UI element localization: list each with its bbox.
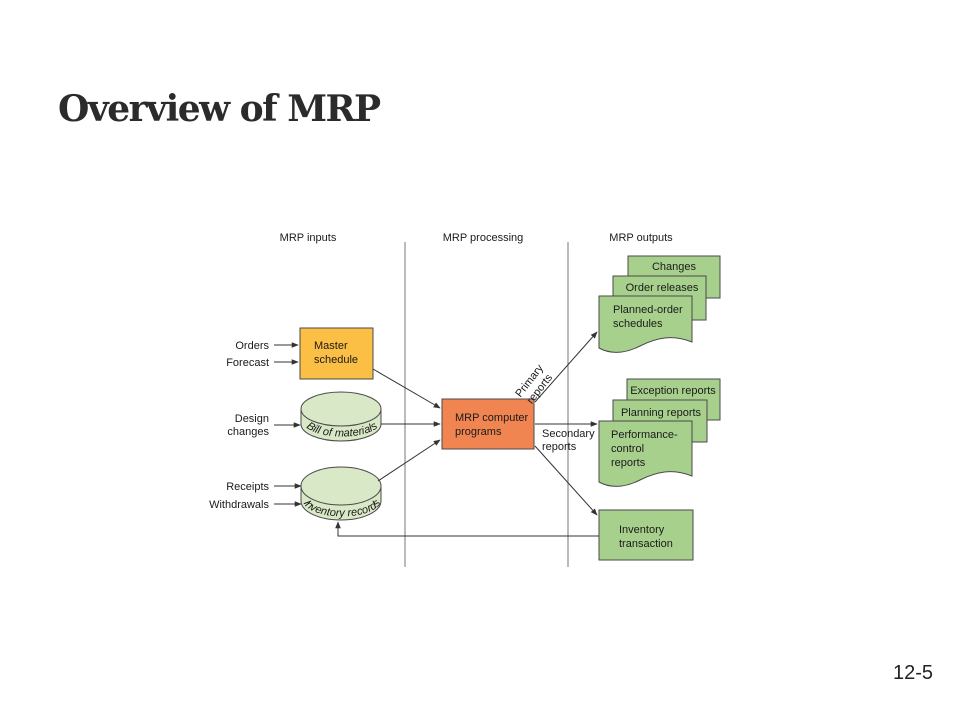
- performance-label-line2: control: [611, 443, 644, 455]
- arrow-to-inventory-transaction: [534, 445, 598, 516]
- input-design-line2: changes: [227, 426, 269, 438]
- input-forecast: Forecast: [226, 357, 269, 369]
- slide-title: Overview of MRP: [58, 88, 381, 130]
- planning-reports-label: Planning reports: [621, 407, 702, 419]
- arrow-primary-reports: [534, 331, 598, 403]
- performance-label-line3: reports: [611, 457, 646, 469]
- changes-label: Changes: [652, 261, 697, 273]
- exception-reports-label: Exception reports: [630, 385, 716, 397]
- master-schedule-label-line2: schedule: [314, 354, 358, 366]
- primary-output-planned-order-schedules: Planned-order schedules: [598, 295, 693, 353]
- arrow-feedback-to-inventory-records: [335, 521, 599, 537]
- column-header-outputs: MRP outputs: [609, 232, 673, 244]
- page-number: 12-5: [893, 662, 934, 684]
- bill-of-materials-cylinder: Bill of materials: [300, 391, 382, 442]
- mrp-programs-box: [441, 398, 535, 450]
- inventory-transaction-box: [598, 509, 694, 561]
- inventory-records-cylinder: Inventory records: [300, 466, 384, 521]
- arrow-inventory-to-mrp: [377, 439, 441, 482]
- master-schedule-box: [299, 327, 374, 380]
- input-withdrawals: Withdrawals: [209, 499, 269, 511]
- inventory-transaction-label-line1: Inventory: [619, 524, 665, 536]
- input-design-line1: Design: [235, 413, 269, 425]
- secondary-reports-label-line2: reports: [542, 441, 577, 453]
- performance-label-line1: Performance-: [611, 429, 678, 441]
- inventory-transaction-label-line2: transaction: [619, 538, 673, 550]
- mrp-programs-label-line1: MRP computer: [455, 412, 528, 424]
- planned-order-label-line2: schedules: [613, 318, 663, 330]
- order-releases-label: Order releases: [626, 282, 699, 294]
- arrow-master-to-mrp: [372, 368, 441, 409]
- master-schedule-label-line1: Master: [314, 340, 348, 352]
- planned-order-label-line1: Planned-order: [613, 304, 683, 316]
- secondary-output-performance-control-reports: Performance- control reports: [598, 420, 693, 487]
- column-header-processing: MRP processing: [443, 232, 524, 244]
- mrp-programs-label-line2: programs: [455, 426, 502, 438]
- input-receipts: Receipts: [226, 481, 269, 493]
- column-header-inputs: MRP inputs: [280, 232, 337, 244]
- secondary-reports-label-line1: Secondary: [542, 428, 595, 440]
- input-orders: Orders: [235, 340, 269, 352]
